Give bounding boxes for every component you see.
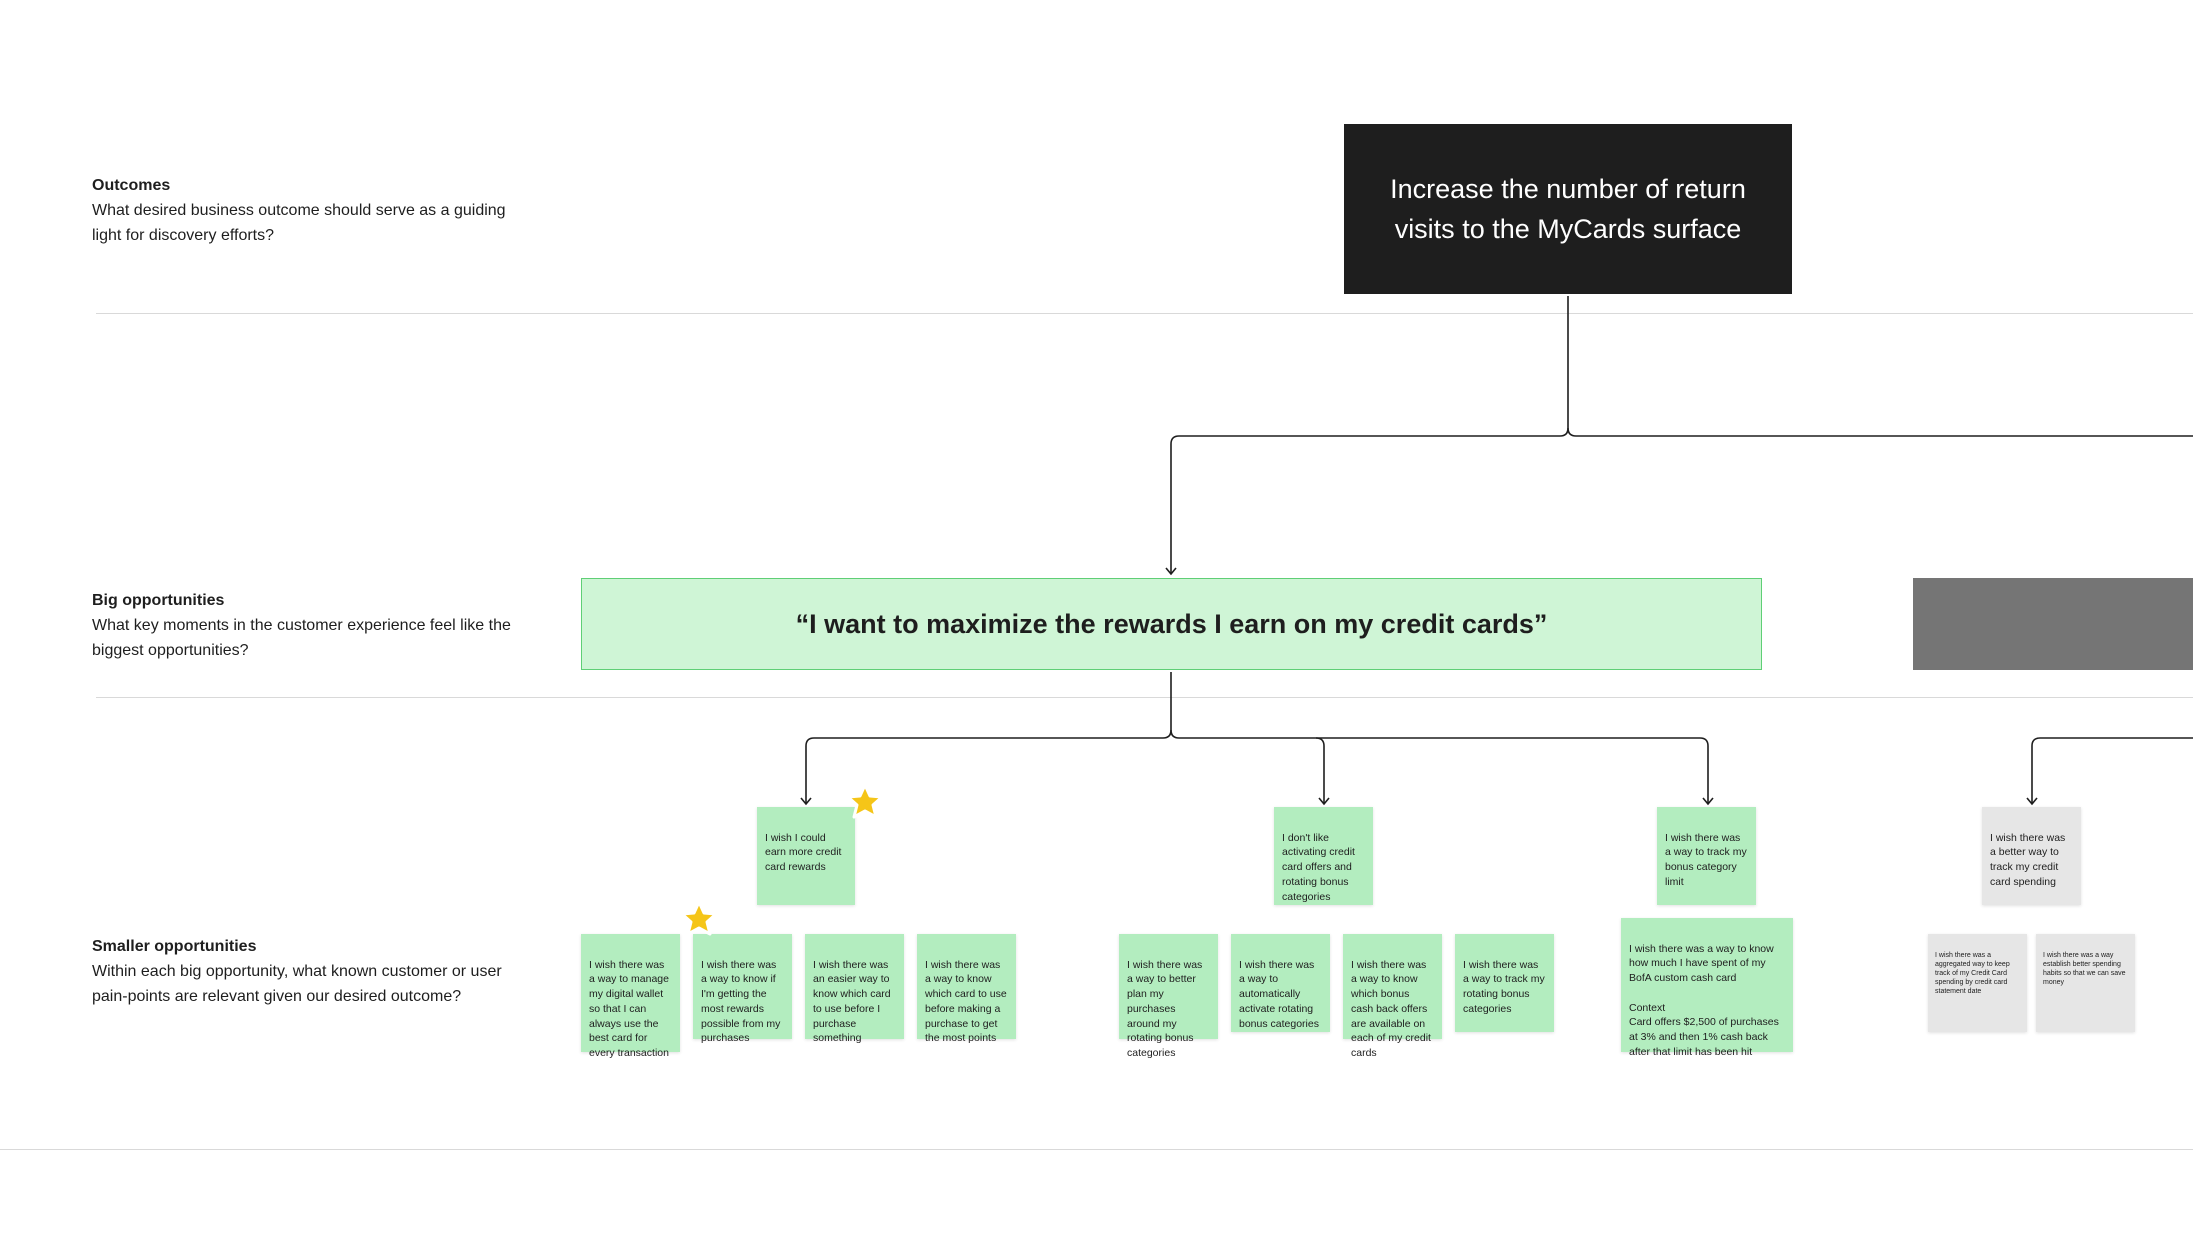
- outcome-text: Increase the number of return visits to …: [1390, 174, 1746, 244]
- sticky-note-text: I wish there was a way to better plan my…: [1127, 958, 1203, 1059]
- star-icon: [680, 900, 718, 936]
- sticky-note-text: I wish there was a better way to track m…: [1990, 831, 2066, 888]
- star-icon: [846, 783, 884, 819]
- sticky-note-auto-activate[interactable]: I wish there was a way to automatically …: [1231, 934, 1330, 1032]
- connector-outcome-trunk: [1567, 296, 2193, 437]
- sticky-note-text: I wish there was a way to track my bonus…: [1665, 831, 1747, 888]
- divider-big-opportunities: [96, 697, 2193, 698]
- sticky-note-text: I wish there was a way to know if I'm ge…: [701, 958, 781, 1045]
- smaller-opportunities-description: Within each big opportunity, what known …: [92, 963, 502, 1005]
- sticky-note-activating-offers[interactable]: I don't like activating credit card offe…: [1274, 807, 1373, 905]
- big-opportunity-card-secondary[interactable]: [1913, 578, 2193, 670]
- sticky-note-card-for-points[interactable]: I wish there was a way to know which car…: [917, 934, 1016, 1044]
- divider-bottom: [0, 1149, 2193, 1150]
- big-opportunities-row-label: Big opportunities What key moments in th…: [92, 588, 512, 663]
- sticky-note-text: I wish there was a way to know which car…: [925, 958, 1007, 1045]
- big-opportunity-card[interactable]: “I want to maximize the rewards I earn o…: [581, 578, 1762, 670]
- outcomes-row-label: Outcomes What desired business outcome s…: [92, 173, 512, 248]
- sticky-note-text: I wish there was a way establish better …: [2043, 952, 2126, 986]
- outcome-card[interactable]: Increase the number of return visits to …: [1344, 124, 1792, 294]
- smaller-opportunities-row-label: Smaller opportunities Within each big op…: [92, 934, 512, 1009]
- big-opportunity-text: “I want to maximize the rewards I earn o…: [795, 608, 1548, 639]
- connector-big-left: [800, 729, 1172, 806]
- big-opportunities-title: Big opportunities: [92, 592, 225, 609]
- sticky-note-aggregated-spending[interactable]: I wish there was a aggregated way to kee…: [1928, 934, 2027, 1032]
- sticky-note-easier-card-choice[interactable]: I wish there was an easier way to know w…: [805, 934, 904, 1044]
- connector-big-right: [1170, 729, 1714, 806]
- sticky-note-track-bonus-limit[interactable]: I wish there was a way to track my bonus…: [1657, 807, 1756, 905]
- big-opportunities-description: What key moments in the customer experie…: [92, 617, 511, 659]
- sticky-note-text: I wish there was an easier way to know w…: [813, 958, 891, 1045]
- sticky-note-text: I wish there was a aggregated way to kee…: [1935, 952, 2010, 995]
- sticky-note-earn-rewards[interactable]: I wish I could earn more credit card rew…: [757, 807, 855, 905]
- sticky-note-track-spending[interactable]: I wish there was a better way to track m…: [1982, 807, 2081, 905]
- outcomes-title: Outcomes: [92, 177, 171, 194]
- sticky-note-text: I wish there was a way to automatically …: [1239, 958, 1319, 1030]
- connector-big-middle: [1315, 737, 1330, 806]
- sticky-note-text: I don't like activating credit card offe…: [1282, 831, 1355, 903]
- connector-outcome-to-big: [1165, 427, 1569, 576]
- sticky-note-track-rotating[interactable]: I wish there was a way to track my rotat…: [1455, 934, 1554, 1032]
- sticky-note-plan-purchases[interactable]: I wish there was a way to better plan my…: [1119, 934, 1218, 1059]
- sticky-note-text: I wish there was a way to manage my digi…: [589, 958, 669, 1059]
- connector-gray: [2026, 737, 2193, 806]
- sticky-note-spending-habits[interactable]: I wish there was a way establish better …: [2036, 934, 2135, 1032]
- sticky-note-text: I wish there was a way to know which bon…: [1351, 958, 1431, 1059]
- sticky-note-text: I wish there was a way to track my rotat…: [1463, 958, 1545, 1015]
- sticky-note-text: I wish I could earn more credit card rew…: [765, 831, 842, 874]
- sticky-note-cash-back-offers[interactable]: I wish there was a way to know which bon…: [1343, 934, 1442, 1059]
- sticky-note-most-rewards[interactable]: I wish there was a way to know if I'm ge…: [693, 934, 792, 1044]
- sticky-note-digital-wallet[interactable]: I wish there was a way to manage my digi…: [581, 934, 680, 1059]
- smaller-opportunities-title: Smaller opportunities: [92, 938, 257, 955]
- divider-outcomes: [96, 313, 2193, 314]
- sticky-note-bofa-cash-card[interactable]: I wish there was a way to know how much …: [1621, 918, 1793, 1058]
- outcomes-description: What desired business outcome should ser…: [92, 202, 506, 244]
- sticky-note-text: I wish there was a way to know how much …: [1629, 942, 1779, 1058]
